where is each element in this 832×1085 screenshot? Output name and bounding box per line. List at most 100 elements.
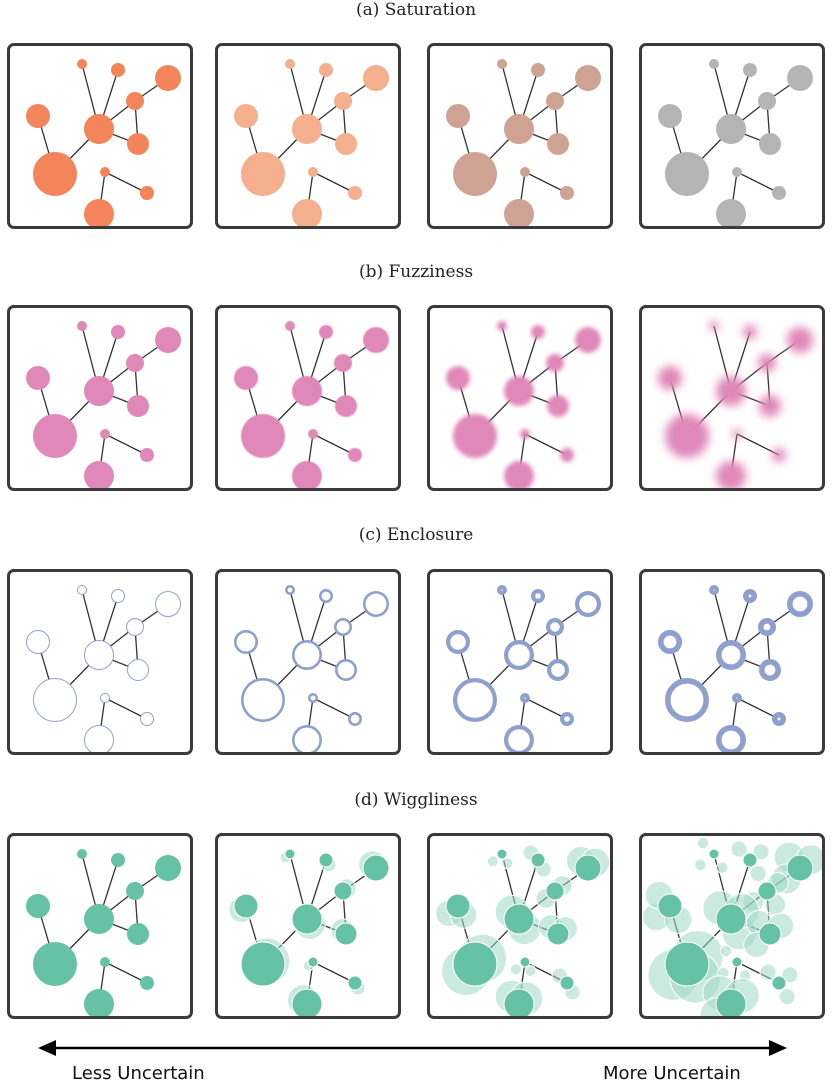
graph-node xyxy=(100,693,110,703)
panel-wiggliness-1 xyxy=(7,833,193,1019)
panel-enclosure-4 xyxy=(639,569,825,755)
ghost-node xyxy=(730,840,748,858)
graph-node xyxy=(757,881,777,901)
graph-node xyxy=(363,327,389,353)
graph-edge xyxy=(524,171,568,194)
graph-node xyxy=(452,941,498,987)
graph-node xyxy=(233,629,258,654)
graph-node xyxy=(546,658,569,681)
graph-node xyxy=(771,975,787,991)
graph-node xyxy=(140,448,154,462)
axis-left-arrow xyxy=(38,1040,56,1056)
graph-edge xyxy=(524,697,568,720)
ghost-node xyxy=(778,988,796,1006)
graph-node xyxy=(716,114,746,144)
network-graph xyxy=(26,321,181,488)
graph-node xyxy=(77,849,87,859)
graph-node xyxy=(716,725,746,752)
graph-edge xyxy=(736,433,780,456)
graph-node xyxy=(292,114,322,144)
graph-node xyxy=(496,585,507,596)
graph-node xyxy=(335,133,357,155)
graph-edge xyxy=(312,433,356,456)
graph-node xyxy=(111,325,125,339)
graph-node xyxy=(348,186,362,200)
graph-node xyxy=(716,199,746,226)
section-title-wiggliness: (d) Wiggliness xyxy=(354,790,478,810)
graph-node xyxy=(100,429,110,439)
ghost-node xyxy=(524,965,537,978)
graph-node xyxy=(292,461,322,488)
graph-node xyxy=(308,167,318,177)
uncertainty-axis xyxy=(38,1040,787,1056)
graph-node xyxy=(665,414,709,458)
graph-node xyxy=(772,186,786,200)
graph-node xyxy=(126,92,144,110)
graph-node xyxy=(504,114,534,144)
graph-node xyxy=(664,678,710,723)
graph-node xyxy=(84,989,114,1016)
graph-node xyxy=(84,199,114,226)
graph-node xyxy=(127,923,149,945)
panel-fuzziness-2 xyxy=(215,305,401,491)
graph-node xyxy=(497,321,507,331)
graph-node xyxy=(575,591,602,617)
graph-node xyxy=(111,853,125,867)
panel-saturation-4 xyxy=(639,43,825,229)
graph-node xyxy=(140,976,154,990)
graph-node xyxy=(33,152,77,196)
graph-node xyxy=(530,852,546,868)
graph-edge xyxy=(312,961,356,984)
graph-node xyxy=(26,630,50,654)
graph-node xyxy=(497,59,507,69)
graph-edge xyxy=(736,697,780,720)
graph-node xyxy=(285,585,296,596)
graph-node xyxy=(33,942,77,986)
network-graph xyxy=(26,585,181,752)
graph-node xyxy=(362,854,390,882)
graph-node xyxy=(155,65,181,91)
graph-node xyxy=(348,712,363,727)
graph-node xyxy=(520,429,530,439)
graph-node xyxy=(772,448,786,462)
graph-node xyxy=(772,712,787,727)
graph-node xyxy=(33,414,77,458)
ghost-node xyxy=(509,963,522,976)
network-graph xyxy=(26,849,181,1016)
graph-node xyxy=(453,414,497,458)
graph-node xyxy=(575,65,601,91)
graph-node xyxy=(26,894,50,918)
graph-node xyxy=(787,327,813,353)
graph-node xyxy=(348,448,362,462)
graph-node xyxy=(519,956,531,968)
graph-node xyxy=(496,848,508,860)
graph-node xyxy=(546,922,570,946)
graph-node xyxy=(285,321,295,331)
less-uncertain-label: Less Uncertain xyxy=(72,1063,205,1084)
graph-node xyxy=(560,712,575,727)
network-graph xyxy=(234,321,389,488)
graph-node xyxy=(292,376,322,406)
graph-node xyxy=(446,104,470,128)
graph-node xyxy=(665,152,709,196)
section-title-enclosure: (c) Enclosure xyxy=(358,525,474,545)
graph-node xyxy=(446,366,470,390)
graph-node xyxy=(126,618,144,636)
graph-node xyxy=(155,591,181,617)
graph-node xyxy=(742,852,758,868)
graph-node xyxy=(241,152,285,196)
graph-node xyxy=(319,588,334,603)
network-graph xyxy=(446,321,601,488)
graph-node xyxy=(335,395,357,417)
graph-node xyxy=(334,922,358,946)
graph-node xyxy=(786,854,814,882)
graph-node xyxy=(84,640,114,670)
panel-saturation-3 xyxy=(427,43,613,229)
ghost-node xyxy=(752,843,770,861)
graph-node xyxy=(545,881,565,901)
graph-node xyxy=(240,678,286,723)
graph-node xyxy=(504,199,534,226)
graph-node xyxy=(657,629,682,654)
graph-node xyxy=(84,725,114,752)
graph-edge xyxy=(524,433,568,456)
